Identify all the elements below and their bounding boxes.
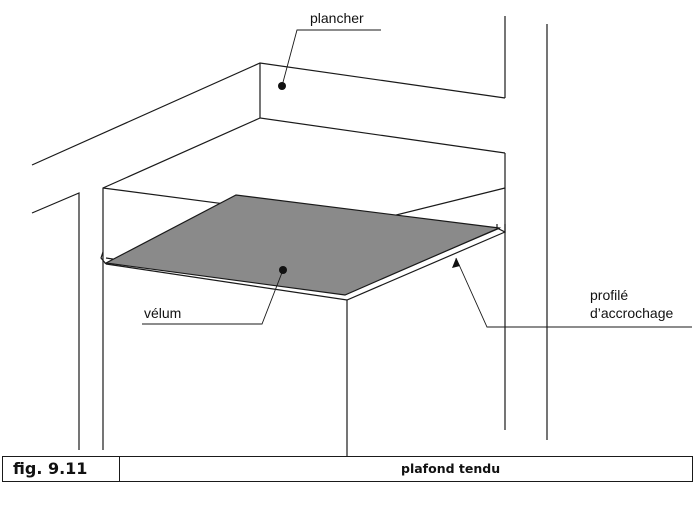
leader-lines: [142, 29, 692, 328]
left-beam: [31, 192, 80, 450]
leader-dot-plancher: [278, 82, 286, 90]
figure-number: fig. 9.11: [3, 457, 120, 481]
leader-profile: [455, 257, 692, 328]
leader-velum: [142, 269, 284, 325]
leader-arrow-profile: [452, 258, 460, 268]
figure-caption-bar: fig. 9.11 plafond tendu: [2, 456, 693, 482]
velum-membrane: [104, 194, 502, 296]
figure-title: plafond tendu: [401, 461, 501, 476]
leader-dot-velum: [279, 266, 287, 274]
label-velum: vélum: [144, 305, 181, 321]
leader-plancher: [281, 29, 381, 87]
label-profile-line1: profilé: [590, 287, 628, 303]
label-profile-line2: d’accrochage: [590, 305, 673, 321]
label-plancher: plancher: [310, 10, 364, 26]
